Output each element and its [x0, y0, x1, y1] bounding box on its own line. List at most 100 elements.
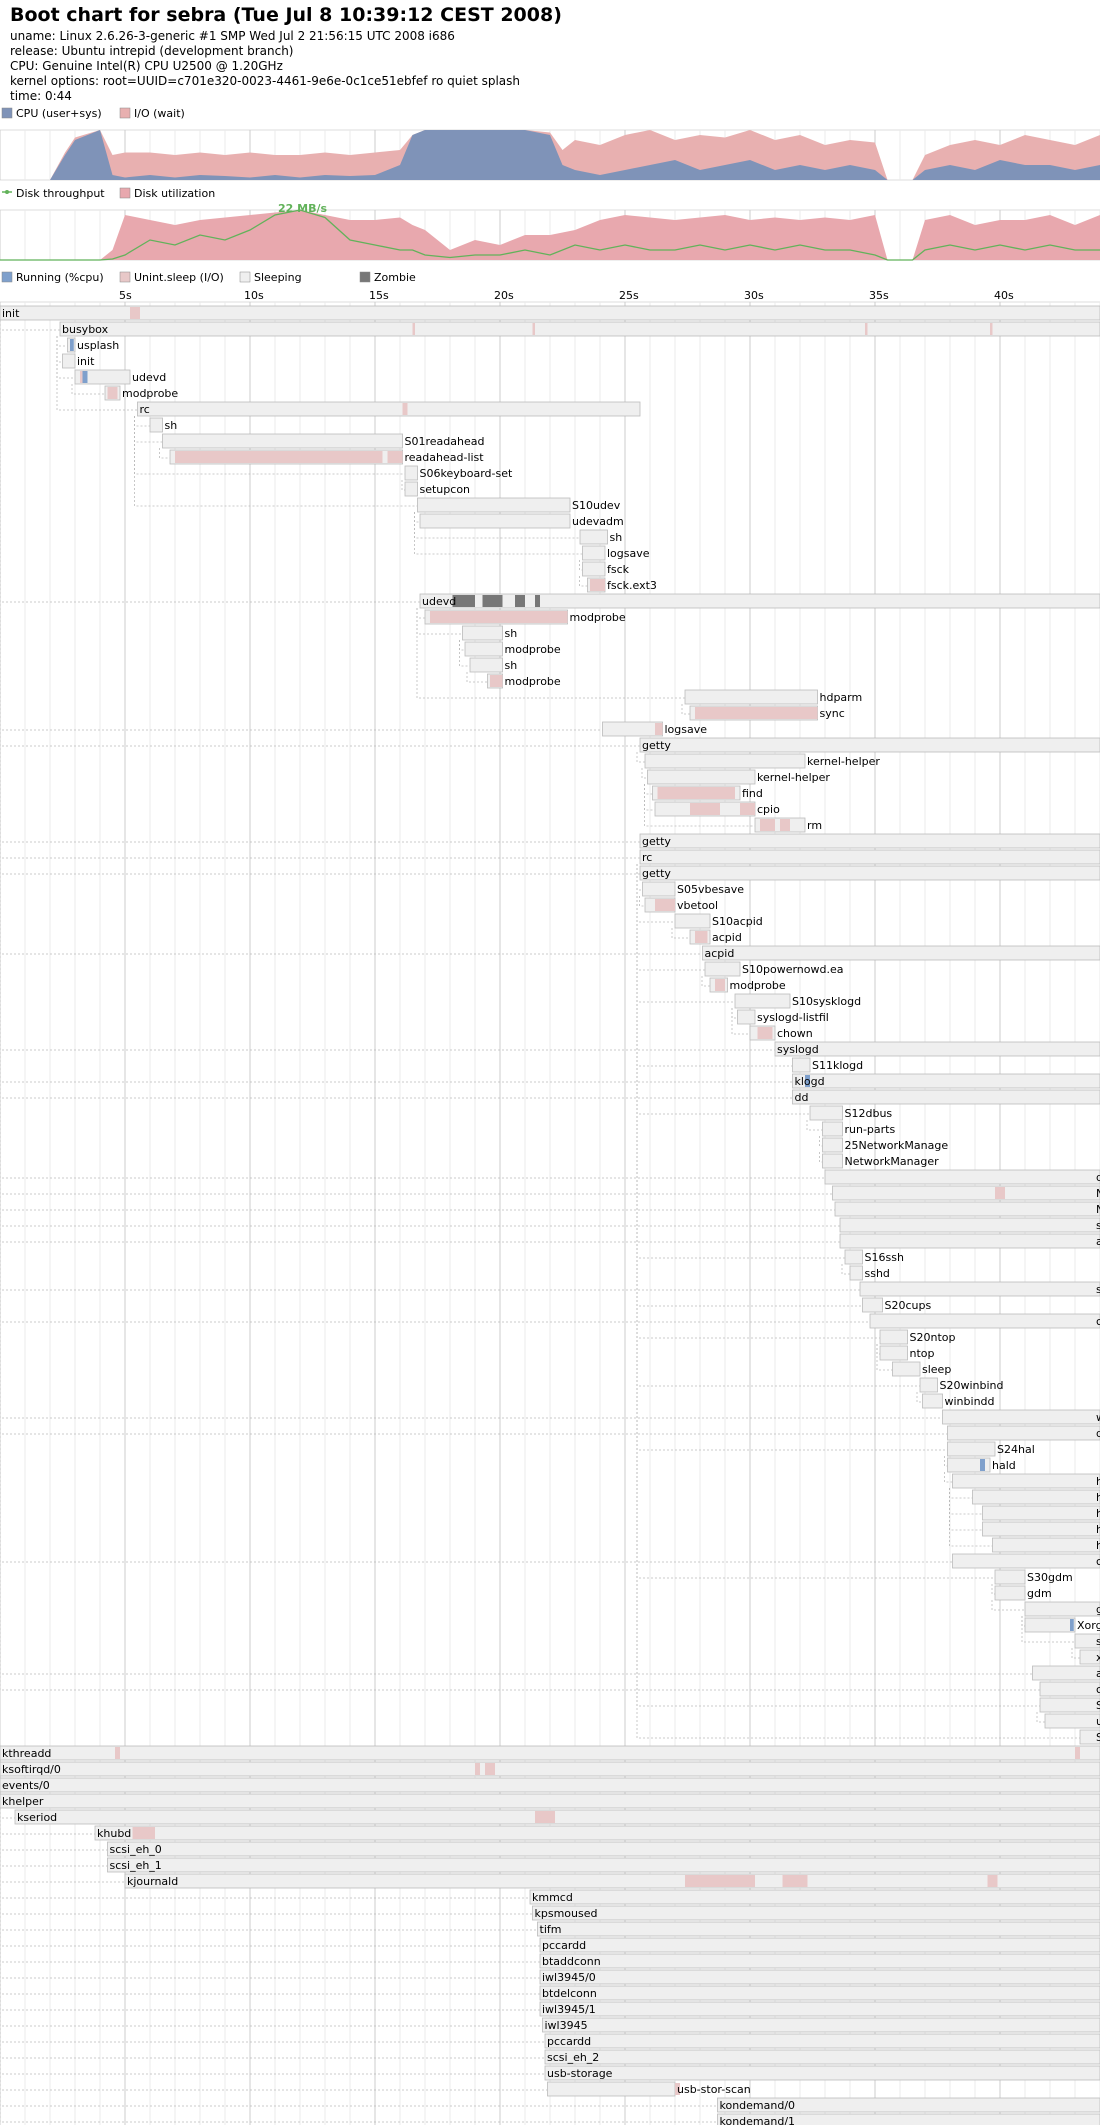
process-bar [124, 1873, 1100, 1889]
legend-io-wait-label: I/O (wait) [134, 107, 185, 120]
legend-disk-util-label: Disk utilization [134, 187, 215, 200]
disk-series-utilization [0, 210, 1100, 260]
process-bar [1024, 1617, 1076, 1633]
process-io-segment [590, 579, 605, 591]
process-connector [0, 1760, 540, 2011]
process-label: system-tools-ba [1096, 1219, 1100, 1232]
process-io-segment [987, 1875, 998, 1887]
process-bar [862, 1297, 883, 1313]
process-bar [544, 2033, 1100, 2049]
process-label: update-b [1096, 1715, 1100, 1728]
process-label: getty [642, 739, 671, 752]
process-bar [469, 657, 503, 673]
process-connector [0, 1760, 718, 2107]
process-io-segment [760, 819, 775, 831]
process-io-segment [535, 1811, 555, 1823]
process-bar [832, 1185, 1100, 1201]
process-connector [0, 1760, 545, 2075]
process-io-segment [780, 819, 790, 831]
legend-disk-throughput-swatch-dot [5, 190, 9, 194]
process-io-segment [175, 451, 383, 463]
uname-line: uname: Linux 2.6.26-3-generic #1 SMP Wed… [10, 29, 455, 43]
process-bar [404, 465, 418, 481]
process-label: iwl3945 [545, 2019, 588, 2032]
legend-disk-util-swatch [119, 187, 131, 199]
process-label: 25NetworkManage [845, 1139, 949, 1152]
process-label: pccardd [542, 1939, 586, 1952]
process-bar [404, 481, 418, 497]
process-label: scsi_eh_2 [547, 2051, 599, 2064]
process-bar [1044, 1713, 1100, 1729]
process-bar [94, 1825, 1100, 1841]
process-label: sh [1096, 1635, 1100, 1648]
process-bar [992, 1537, 1100, 1553]
process-bar [639, 849, 1100, 865]
x-tick-label: 35s [869, 289, 889, 302]
process-bar [952, 1473, 1100, 1489]
process-label: sync [820, 707, 845, 720]
legend-cpu-label: CPU (user+sys) [16, 107, 102, 120]
process-bar [982, 1505, 1100, 1521]
legend-unint-sleep-label: Unint.sleep (I/O) [134, 271, 224, 284]
process-label: udevd [422, 595, 456, 608]
process-label: gdm [1096, 1603, 1100, 1616]
process-bar [839, 1233, 1100, 1249]
process-connector [0, 1760, 538, 1931]
x-tick-label: 20s [494, 289, 514, 302]
process-bar [994, 1585, 1026, 1601]
process-label: getty [642, 867, 671, 880]
process-label: xkb [1096, 1651, 1100, 1664]
process-bar [639, 737, 1100, 753]
process-label: tifm [540, 1923, 562, 1936]
process-label: kernel-helper [757, 771, 830, 784]
process-bar [892, 1361, 921, 1377]
process-label: syslogd-listfil [757, 1011, 829, 1024]
process-bar [62, 353, 76, 369]
process-bar [947, 1441, 996, 1457]
legend-unint-sleep-swatch [119, 271, 131, 283]
chart-title: Boot chart for sebra (Tue Jul 8 10:39:12… [10, 4, 562, 26]
process-label: winbindd [1096, 1411, 1100, 1424]
process-bar [994, 1569, 1026, 1585]
process-label: usb-storage [547, 2067, 613, 2080]
process-zombie-segment [482, 595, 503, 607]
process-label: sh [505, 627, 518, 640]
process-connector [0, 1760, 545, 2043]
process-label: S20winbind [940, 1379, 1004, 1392]
process-connector [1071, 1648, 1080, 1659]
process-bar [822, 1153, 843, 1169]
x-tick-label: 40s [994, 289, 1014, 302]
process-connector [416, 608, 685, 699]
process-run-segment [805, 1075, 810, 1087]
process-connector [841, 1264, 850, 1275]
process-connector [0, 1760, 540, 1963]
process-connector [0, 1760, 15, 1819]
process-bar [947, 1425, 1100, 1441]
process-label: init [2, 307, 20, 320]
process-label: S9 [1096, 1731, 1100, 1744]
process-zombie-segment [515, 595, 525, 607]
process-io-segment [655, 723, 663, 735]
process-connector [731, 1008, 750, 1035]
process-bar [544, 2065, 1100, 2081]
process-label: btaddconn [542, 1955, 601, 1968]
process-connector [0, 320, 825, 1179]
process-bar [1074, 1633, 1100, 1649]
legend-running-swatch [1, 271, 13, 283]
chart-header: Boot chart for sebra (Tue Jul 8 10:39:12… [10, 4, 1090, 104]
process-io-segment [485, 1763, 495, 1775]
process-bar [839, 1217, 1100, 1233]
process-io-segment [132, 1827, 155, 1839]
process-label: vbetool [677, 899, 718, 912]
process-io-segment [475, 1763, 480, 1775]
process-io-segment [675, 2083, 680, 2095]
process-bar [0, 305, 1100, 321]
process-bar [0, 1793, 1100, 1809]
process-io-segment [1075, 1747, 1080, 1759]
process-label: udevd [132, 371, 166, 384]
process-bar [539, 1969, 1100, 1985]
process-label: S90binfm [1096, 1699, 1100, 1712]
process-io-segment [107, 387, 118, 399]
process-label: sh [505, 659, 518, 672]
process-label: console-kit-dae [1096, 1555, 1100, 1568]
